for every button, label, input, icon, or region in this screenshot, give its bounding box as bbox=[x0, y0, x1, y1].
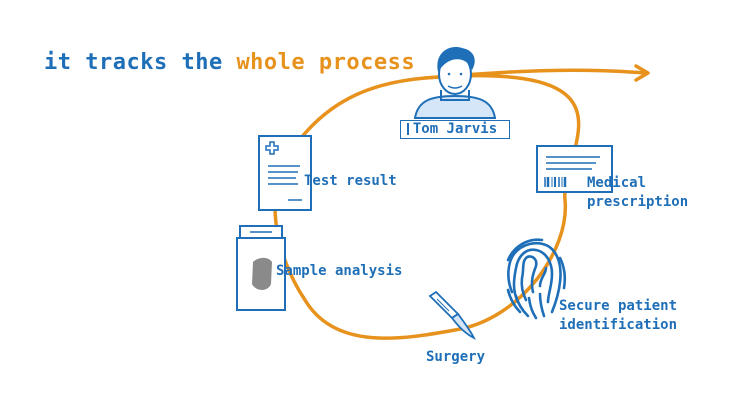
scalpel-icon bbox=[428, 290, 477, 341]
medical-prescription-label: Medical prescription bbox=[587, 174, 688, 212]
tissue-sample-shape bbox=[252, 257, 272, 290]
medical-document-icon bbox=[258, 135, 312, 211]
barcode-prescription-icon bbox=[536, 145, 613, 193]
medical-prescription-line-2: prescription bbox=[587, 194, 689, 210]
secure-identification-label: Secure patient identification bbox=[559, 297, 677, 335]
secure-identification-line-2: identification bbox=[559, 317, 678, 333]
medical-prescription-line-1: Medical bbox=[587, 175, 647, 191]
fingerprint-icon bbox=[506, 238, 567, 320]
secure-identification-line-1: Secure patient bbox=[559, 298, 678, 314]
person-name-tag: Tom Jarvis bbox=[400, 120, 510, 139]
test-result-label: Test result bbox=[304, 173, 397, 189]
sample-container-icon bbox=[236, 225, 286, 311]
headline-part-1: it tracks the bbox=[44, 50, 223, 75]
sample-analysis-label: Sample analysis bbox=[276, 263, 403, 279]
headline: it tracks the whole process bbox=[44, 50, 415, 75]
headline-part-2: whole process bbox=[236, 50, 416, 75]
barcode bbox=[544, 177, 567, 187]
person-avatar-icon bbox=[413, 47, 497, 119]
arrow-right-icon bbox=[634, 64, 650, 82]
surgery-label: Surgery bbox=[426, 349, 486, 365]
